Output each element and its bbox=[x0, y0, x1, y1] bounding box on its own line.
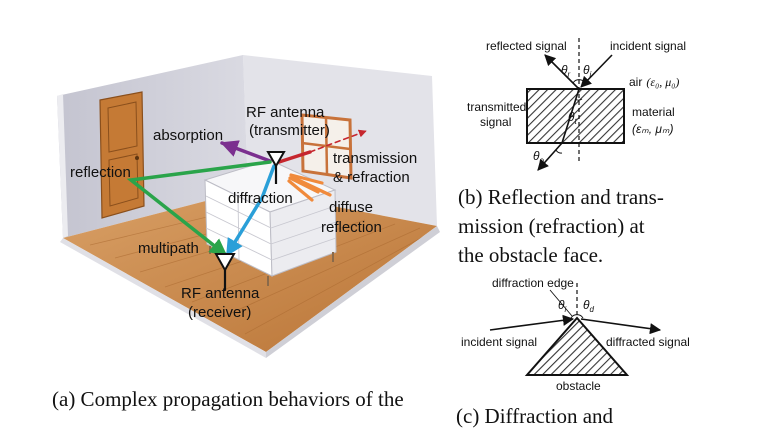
left-wall-edge bbox=[57, 94, 68, 238]
panel-b-diagram: reflected signal incident signal θr θi a… bbox=[467, 38, 686, 171]
transmission-label-line1: transmission bbox=[333, 150, 417, 167]
material-label: material bbox=[632, 105, 675, 119]
transmission-arrow bbox=[277, 150, 312, 164]
theta-d-label: θd bbox=[583, 298, 595, 314]
theta-i-label-b: θi bbox=[583, 63, 592, 79]
material-params-label: (εₘ, μₘ) bbox=[632, 122, 673, 136]
theta-o-label: θo bbox=[533, 149, 545, 165]
rx-label-line2: (receiver) bbox=[188, 304, 251, 321]
material-block bbox=[526, 88, 625, 144]
figure: RF antenna (transmitter) absorption refl… bbox=[52, 38, 698, 428]
caption-b-line1: (b) Reflection and trans- bbox=[458, 185, 664, 209]
obstacle-label: obstacle bbox=[556, 379, 601, 393]
diffuse-label-line1: diffuse bbox=[329, 199, 373, 216]
propagation-paths bbox=[126, 129, 367, 257]
diffraction-path bbox=[225, 164, 276, 257]
incident-ray-c bbox=[489, 314, 575, 331]
floor-edge-left bbox=[60, 238, 266, 358]
caption-b-line3: the obstacle face. bbox=[458, 243, 604, 267]
absorption-label: absorption bbox=[153, 127, 223, 144]
dresser-drawers bbox=[205, 195, 337, 261]
reflection-label: reflection bbox=[70, 164, 131, 181]
air-label: air(ε₀, μ₀) bbox=[629, 75, 679, 89]
transmitted-ray bbox=[561, 88, 580, 144]
rx-label-line1: RF antenna bbox=[181, 285, 260, 302]
multipath-label: multipath bbox=[138, 240, 199, 257]
door-knob bbox=[135, 156, 139, 160]
diffracted-ray bbox=[580, 318, 662, 335]
caption-b-line2: mission (refraction) at bbox=[458, 214, 645, 238]
transmitted-label-line2: signal bbox=[480, 115, 511, 129]
caption-b: (b) Reflection and trans- mission (refra… bbox=[458, 183, 698, 270]
transmitted-label-line1: transmitted bbox=[467, 100, 526, 114]
transmission-label-line2: & refraction bbox=[333, 169, 410, 186]
floor-edge-right bbox=[266, 226, 440, 358]
floor bbox=[63, 190, 437, 352]
reflected-signal-label: reflected signal bbox=[486, 39, 567, 53]
tx-label-line2: (transmitter) bbox=[249, 122, 330, 139]
door-panel-bottom bbox=[108, 153, 139, 207]
diffraction-edge-pointer bbox=[549, 289, 573, 317]
door bbox=[99, 91, 145, 219]
theta-i-label-c: θi bbox=[558, 298, 567, 314]
figure-canvas: RF antenna (transmitter) absorption refl… bbox=[57, 38, 690, 393]
diffuse-arrows bbox=[287, 173, 332, 202]
theta-r-label: θr bbox=[561, 63, 571, 79]
diffraction-edge-label: diffraction edge bbox=[492, 276, 574, 290]
incident-ray bbox=[580, 54, 613, 88]
theta-t-label: θt bbox=[568, 110, 578, 126]
panel-c-diagram: diffraction edge θi θd incident signal d… bbox=[461, 276, 690, 393]
reflected-ray bbox=[544, 54, 580, 90]
obstacle-triangle bbox=[524, 316, 630, 376]
caption-c: (c) Diffraction and bbox=[456, 404, 614, 428]
absorption-arrow bbox=[220, 140, 272, 163]
receiver-antenna-icon bbox=[214, 253, 236, 290]
door-panel-top bbox=[107, 101, 138, 153]
reflection-path bbox=[126, 160, 272, 257]
caption-a: (a) Complex propagation behaviors of the bbox=[52, 387, 404, 411]
diffraction-label: diffraction bbox=[228, 190, 293, 207]
incident-signal-label-b: incident signal bbox=[610, 39, 686, 53]
room-scene: RF antenna (transmitter) absorption refl… bbox=[57, 55, 440, 358]
diffuse-label-line2: reflection bbox=[321, 219, 382, 236]
diffracted-signal-label: diffracted signal bbox=[606, 335, 690, 349]
transmitter-antenna-icon bbox=[266, 151, 286, 184]
tx-label-line1: RF antenna bbox=[246, 104, 325, 121]
incident-signal-label-c: incident signal bbox=[461, 335, 537, 349]
